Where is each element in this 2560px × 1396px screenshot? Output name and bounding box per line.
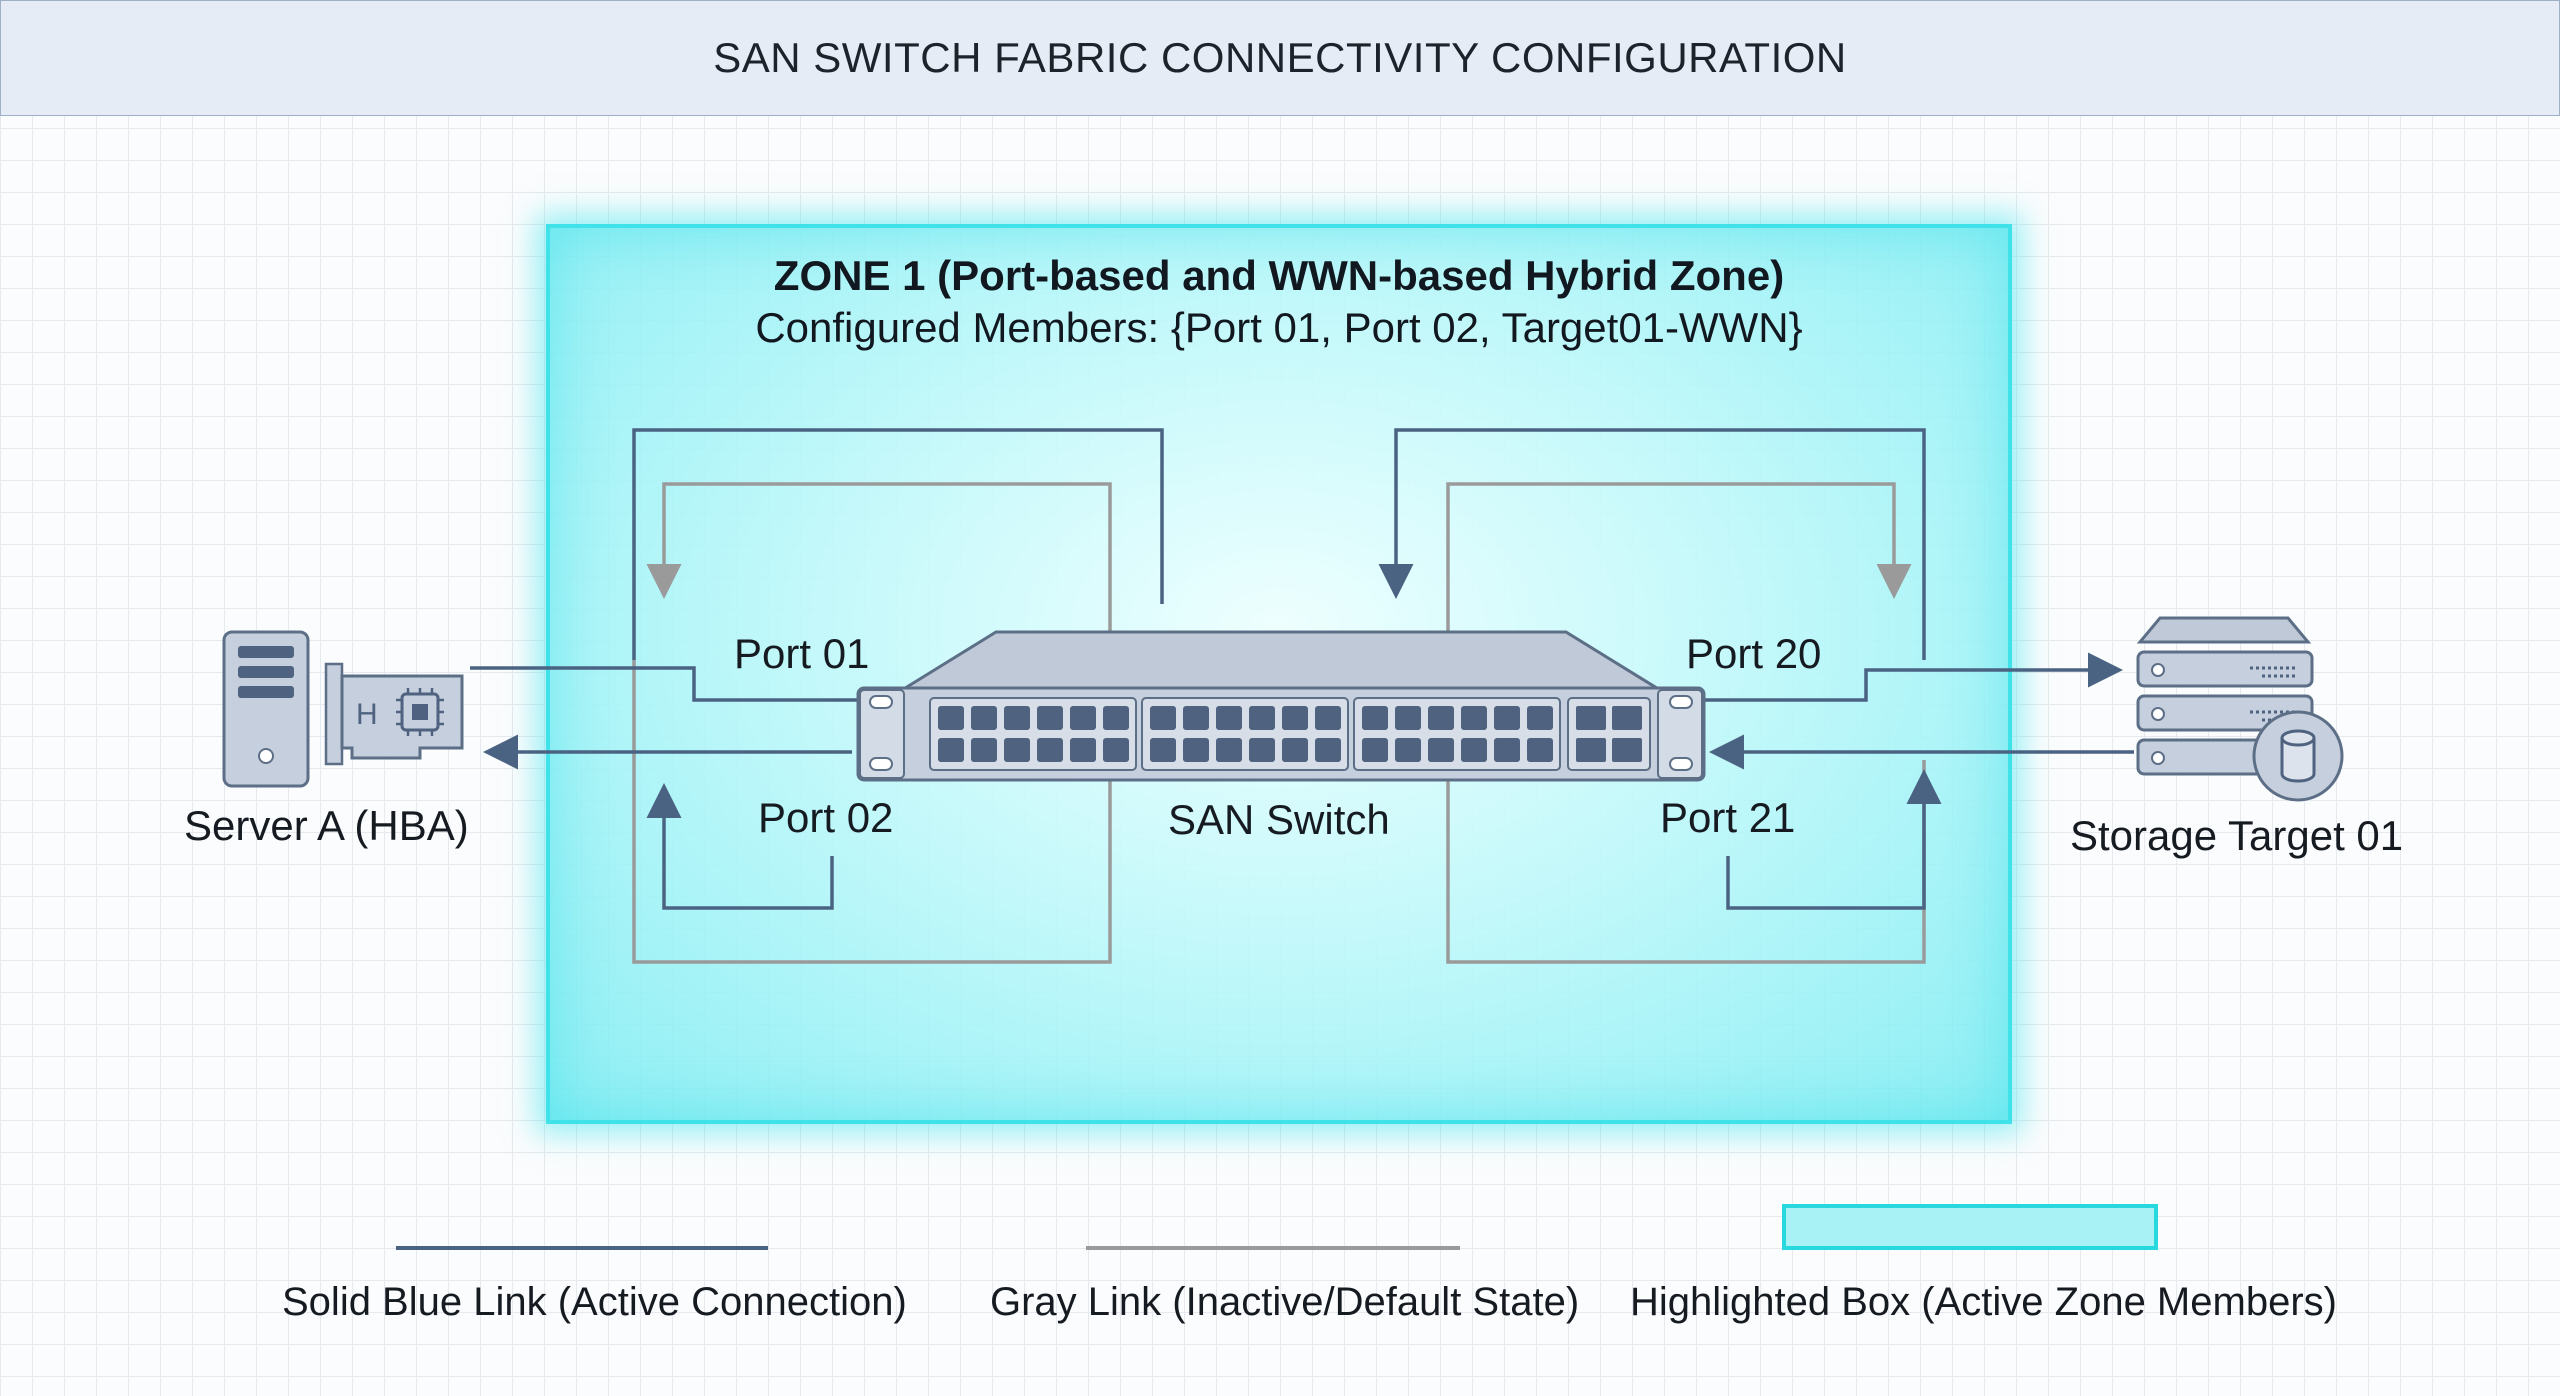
sfp-port[interactable] (1576, 738, 1606, 762)
switch-port[interactable] (1070, 738, 1096, 762)
switch-port[interactable] (1461, 738, 1487, 762)
switch-port[interactable] (1103, 738, 1129, 762)
switch-port[interactable] (1461, 706, 1487, 730)
server-links (470, 666, 858, 770)
storage-label: Storage Target 01 (2070, 812, 2404, 859)
switch-port[interactable] (1004, 738, 1030, 762)
server-label: Server A (HBA) (184, 802, 469, 849)
switch-port[interactable] (1249, 706, 1275, 730)
switch-port[interactable] (1395, 706, 1421, 730)
switch-port[interactable] (1527, 706, 1553, 730)
switch-port[interactable] (1103, 706, 1129, 730)
switch-port[interactable] (1395, 738, 1421, 762)
switch-port[interactable] (1362, 738, 1388, 762)
switch-port[interactable] (1282, 706, 1308, 730)
legend-active-label: Solid Blue Link (Active Connection) (282, 1280, 907, 1324)
switch-port[interactable] (1004, 706, 1030, 730)
switch-port[interactable] (1150, 706, 1176, 730)
switch-port[interactable] (1216, 738, 1242, 762)
port-01-label[interactable]: Port 01 (734, 630, 870, 677)
switch-port[interactable] (1428, 706, 1454, 730)
switch-port[interactable] (1527, 738, 1553, 762)
switch-port[interactable] (938, 706, 964, 730)
zone-title: ZONE 1 (Port-based and WWN-based Hybrid … (773, 252, 1785, 299)
legend-inactive-label: Gray Link (Inactive/Default State) (990, 1280, 1580, 1324)
left-blue-loop (632, 428, 1164, 910)
zone-members-text: Configured Members: {Port 01, Port 02, T… (755, 304, 1803, 351)
switch-port[interactable] (1183, 738, 1209, 762)
sfp-port[interactable] (1576, 706, 1606, 730)
port-21-label[interactable]: Port 21 (1660, 794, 1796, 841)
switch-port[interactable] (971, 738, 997, 762)
hba-chip-letter: H (356, 698, 378, 731)
right-blue-loop (1378, 428, 1942, 910)
hba-card-icon: H (324, 662, 464, 766)
storage-links (1700, 652, 2134, 770)
switch-port[interactable] (1428, 738, 1454, 762)
switch-label: SAN Switch (1168, 796, 1390, 843)
title-bar: SAN SWITCH FABRIC CONNECTIVITY CONFIGURA… (0, 0, 2560, 116)
switch-port[interactable] (1315, 738, 1341, 762)
switch-port[interactable] (1362, 706, 1388, 730)
switch-port[interactable] (938, 738, 964, 762)
port-02-label[interactable]: Port 02 (758, 794, 894, 841)
sfp-port[interactable] (1612, 706, 1642, 730)
switch-port[interactable] (1150, 738, 1176, 762)
switch-port[interactable] (1494, 706, 1520, 730)
switch-port[interactable] (1183, 706, 1209, 730)
storage-target-icon (2136, 616, 2344, 802)
sfp-port[interactable] (1612, 738, 1642, 762)
switch-port[interactable] (971, 706, 997, 730)
switch-port[interactable] (1216, 706, 1242, 730)
switch-port[interactable] (1249, 738, 1275, 762)
switch-port[interactable] (1494, 738, 1520, 762)
switch-port[interactable] (1282, 738, 1308, 762)
switch-port[interactable] (1037, 738, 1063, 762)
port-20-label[interactable]: Port 20 (1686, 630, 1822, 677)
legend-zone-label: Highlighted Box (Active Zone Members) (1630, 1280, 2337, 1324)
legend-zone-swatch (1782, 1204, 2158, 1250)
server-tower-icon (222, 630, 310, 788)
switch-port-blocks (929, 697, 1651, 771)
switch-port[interactable] (1315, 706, 1341, 730)
page-title: SAN SWITCH FABRIC CONNECTIVITY CONFIGURA… (713, 34, 1847, 81)
san-switch-icon[interactable] (856, 630, 1706, 782)
switch-port[interactable] (1070, 706, 1096, 730)
switch-port[interactable] (1037, 706, 1063, 730)
